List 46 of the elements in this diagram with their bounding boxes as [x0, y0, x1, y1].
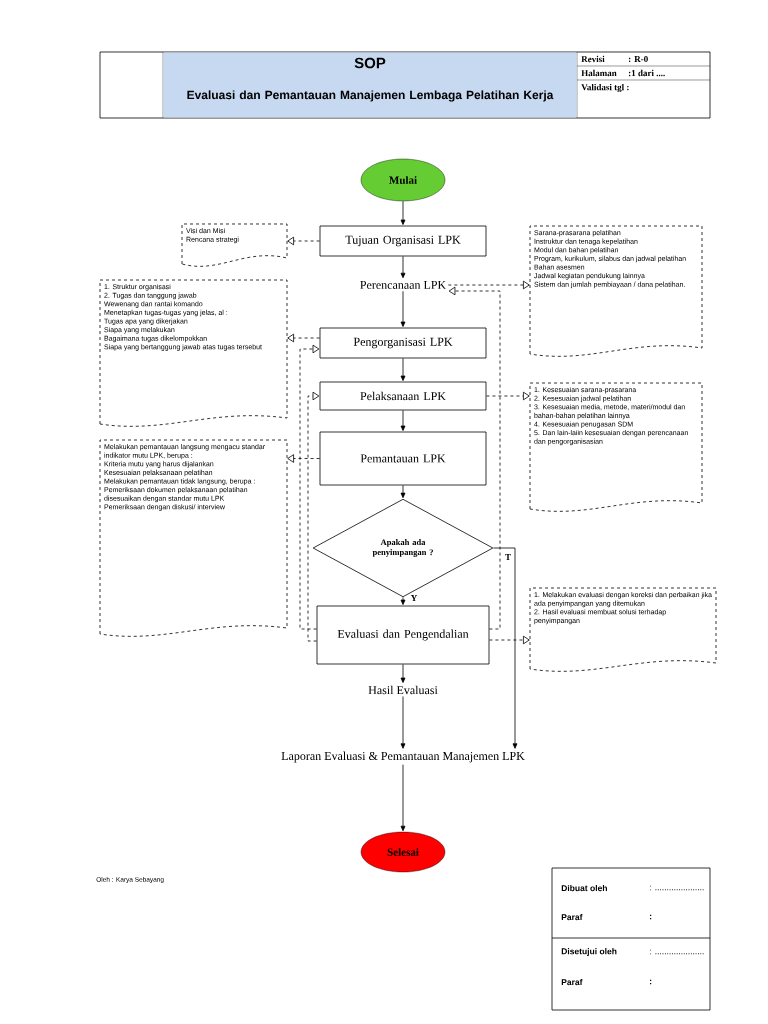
arrow [493, 547, 518, 749]
fill-in-line: : [650, 914, 652, 920]
step-label: Hasil Evaluasi [368, 685, 438, 695]
process-box: Pengorganisasi LPK [319, 327, 487, 359]
signature-label: Disetujui oleh [561, 948, 617, 956]
process-box: Evaluasi dan Pengendalian [316, 605, 490, 665]
title: SOP [354, 57, 386, 69]
end-oval: Selesai [360, 831, 446, 873]
arrow [400, 290, 406, 327]
arrow [400, 696, 406, 749]
step-label: Laporan Evaluasi & Pemantauan Manajemen LPK [281, 751, 525, 763]
dashed-arrow [448, 286, 501, 630]
field-value: : R-0 [628, 55, 648, 63]
start-oval: Mulai [360, 158, 446, 202]
arrow [400, 410, 406, 431]
field-label: Halaman [581, 69, 617, 77]
arrow [400, 596, 406, 605]
step-label: Perencanaan LPK [360, 281, 447, 289]
field-label: Revisi [581, 55, 605, 63]
fill-in-line: : ..................... [650, 885, 704, 891]
dashed-arrow [287, 333, 320, 343]
dashed-arrow [486, 391, 530, 401]
arrow [400, 358, 406, 381]
arrow [400, 485, 406, 499]
edge-label: T [504, 553, 512, 561]
signature-label: Paraf [561, 913, 583, 921]
fill-in-line: : ..................... [650, 949, 704, 955]
dashed-arrow [287, 236, 320, 246]
dashed-arrow [299, 344, 320, 630]
subtitle: Evaluasi dan Pemantauan Manajemen Lembaga Pelatihan Kerja [187, 90, 554, 102]
field-label: Validasi tgl : [581, 83, 629, 93]
dashed-arrow [307, 391, 320, 642]
signature-label: Dibuat oleh [561, 884, 607, 892]
process-box: Tujuan Organisasi LPK [319, 225, 487, 257]
process-box: Pemantauan LPK [319, 431, 487, 486]
arrow [400, 764, 406, 832]
field-value: :1 dari .... [628, 69, 665, 77]
dashed-arrow [489, 635, 530, 645]
arrow [400, 256, 406, 279]
arrow [400, 664, 406, 683]
arrow [400, 200, 406, 225]
dashed-arrow [447, 280, 530, 290]
dashed-arrow [287, 454, 320, 463]
fill-in-line: : [650, 979, 652, 985]
process-box: Pelaksanaan LPK [319, 381, 487, 411]
signature-label: Paraf [561, 978, 583, 986]
